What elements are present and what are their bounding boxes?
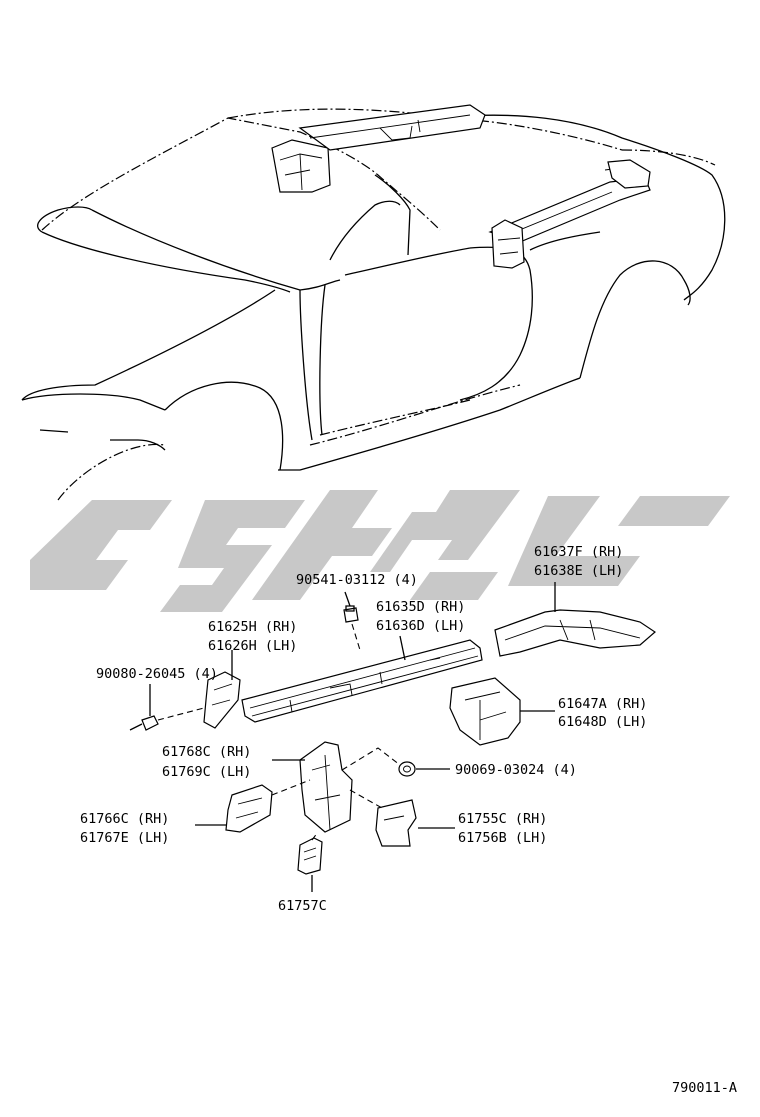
label-61647A: 61647A (RH) <box>558 696 647 712</box>
label-61757C: 61757C <box>278 898 327 914</box>
label-61636D: 61636D (LH) <box>376 618 465 634</box>
bracket-61766C <box>225 784 273 833</box>
callout-labels: 61637F (RH) 61638E (LH) 90541-03112 (4) … <box>80 544 647 914</box>
label-61626H: 61626H (LH) <box>208 638 297 654</box>
label-90541: 90541-03112 (4) <box>296 572 418 588</box>
leader-lines <box>149 582 556 892</box>
rear-extension-61637F <box>494 609 656 657</box>
bracket-61625H <box>203 671 241 729</box>
rocker-panel-61635D <box>241 639 483 723</box>
assembly-lines <box>157 623 401 841</box>
roof-rail-parts <box>271 104 651 269</box>
label-90069: 90069-03024 (4) <box>455 762 577 778</box>
watermark-logo <box>30 490 730 612</box>
label-90080: 90080-26045 (4) <box>96 666 218 682</box>
bracket-61768C <box>299 741 353 833</box>
label-61625H: 61625H (RH) <box>208 619 297 635</box>
fasteners <box>129 605 416 777</box>
label-61766C: 61766C (RH) <box>80 811 169 827</box>
label-61755C: 61755C (RH) <box>458 811 547 827</box>
label-61756B: 61756B (LH) <box>458 830 547 846</box>
label-61637F: 61637F (RH) <box>534 544 623 560</box>
bracket-61755C <box>375 799 417 847</box>
label-61638E: 61638E (LH) <box>534 563 623 579</box>
bracket-61647A <box>449 677 521 746</box>
plate-61757C <box>297 837 323 875</box>
figure-code: 790011-A <box>672 1080 737 1096</box>
label-61768C: 61768C (RH) <box>162 744 251 760</box>
label-61648D: 61648D (LH) <box>558 714 647 730</box>
label-61769C: 61769C (LH) <box>162 764 251 780</box>
label-61635D: 61635D (RH) <box>376 599 465 615</box>
car-outline <box>21 108 726 501</box>
label-61767E: 61767E (LH) <box>80 830 169 846</box>
